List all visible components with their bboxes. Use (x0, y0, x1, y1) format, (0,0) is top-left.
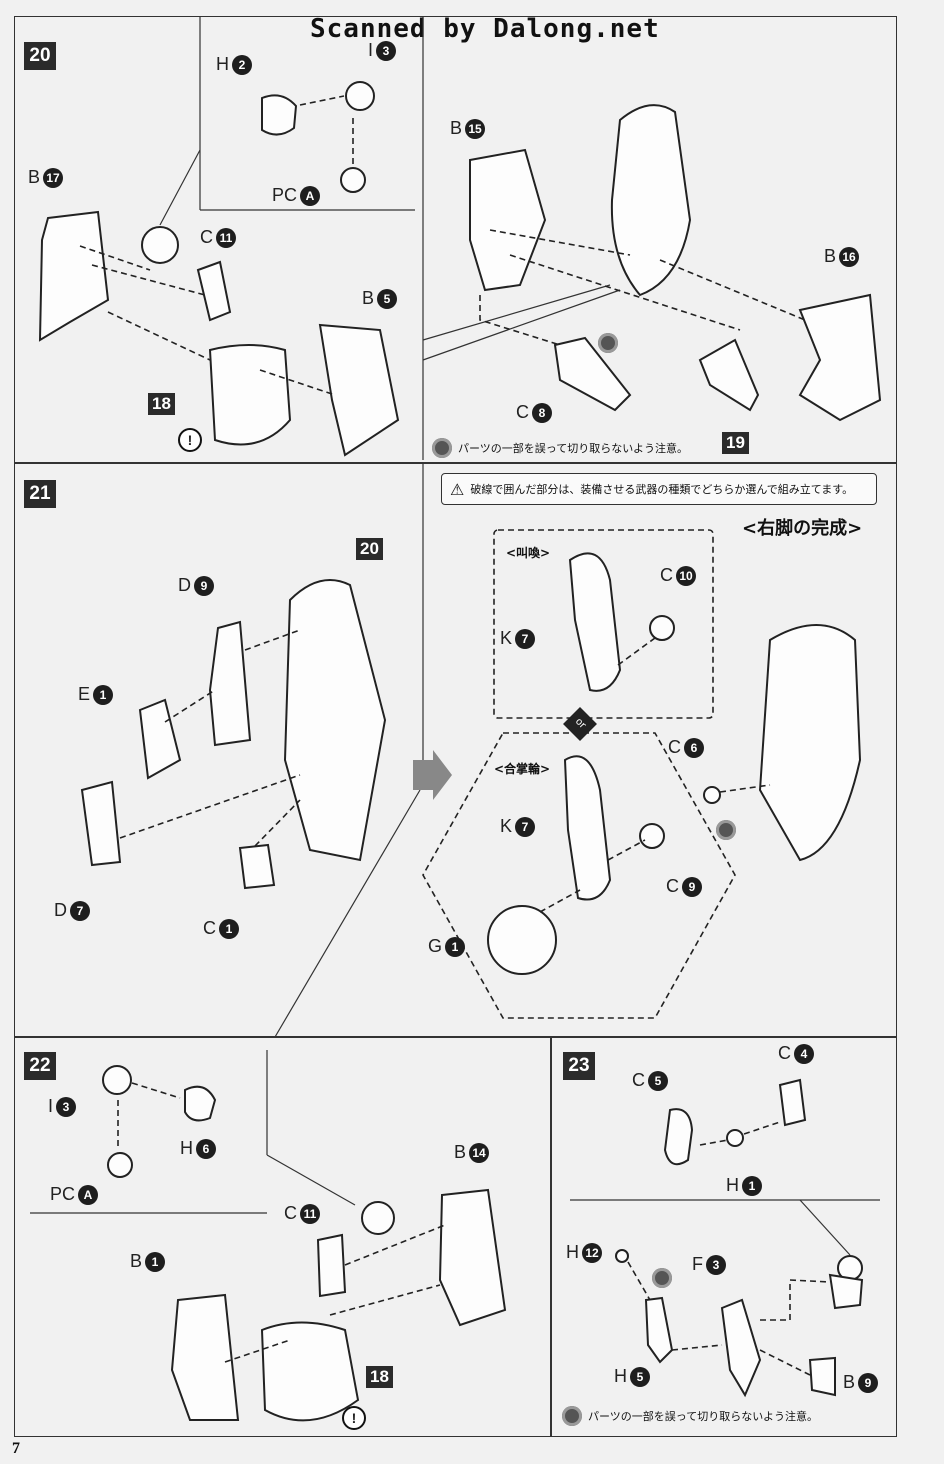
cut-note-20: パーツの一部を誤って切り取らないよう注意。 (432, 438, 688, 458)
caution-icon: ! (178, 428, 202, 452)
page-number: 7 (12, 1440, 20, 1457)
warning-triangle-icon: ⚠ (450, 479, 465, 499)
cut-warning-icon (432, 438, 452, 458)
step-22-number: 22 (24, 1052, 56, 1080)
step-23-panel (551, 1037, 897, 1437)
step-21-number: 21 (24, 480, 56, 508)
option-title-b: <合掌輪> (494, 762, 551, 776)
part-label-18: 18 (366, 1366, 393, 1388)
warning-box: ⚠ 破線で囲んだ部分は、装備させる武器の種類でどちらか選んで組み立てます。 (441, 473, 877, 505)
cut-warning-icon (716, 820, 736, 840)
step-22-panel (14, 1037, 551, 1437)
cut-warning-icon (598, 333, 618, 353)
step-23-number: 23 (563, 1052, 595, 1080)
watermark: Scanned by Dalong.net (310, 14, 660, 44)
step-20-panel (14, 16, 897, 463)
step-20-number: 20 (24, 42, 56, 70)
caution-icon: ! (342, 1406, 366, 1430)
part-label-18: 18 (148, 393, 175, 415)
part-label-19: 19 (722, 432, 749, 454)
step-21-panel (14, 463, 897, 1037)
part-label-20: 20 (356, 538, 383, 560)
cut-note-23: パーツの一部を誤って切り取らないよう注意。 (562, 1406, 818, 1426)
cut-warning-icon (652, 1268, 672, 1288)
cut-warning-icon (562, 1406, 582, 1426)
completion-title: <右脚の完成> (742, 518, 863, 539)
option-title-a: <叫喚> (506, 546, 551, 560)
